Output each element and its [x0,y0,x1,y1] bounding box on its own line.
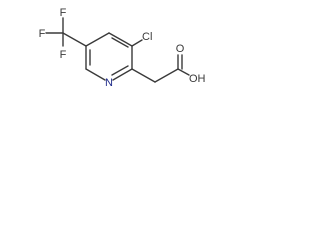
ring-bond-n-c6 [85,68,106,81]
ring-bond-c2-n-inner [111,65,129,76]
atom-hydroxyl: OH [189,73,206,85]
ring-bond-c5-c4 [85,32,110,47]
atom-nitrogen: N [105,77,113,89]
atom-fluorine-bottom: F [60,49,67,61]
atom-oxygen-carbonyl: O [176,43,185,55]
bond-ch2-to-carboxyl [154,68,179,83]
structure-canvas: F F F Cl N O OH [0,0,215,109]
ring-bond-c4-c3 [108,32,133,47]
atom-fluorine-left: F [39,28,46,40]
atom-chlorine: Cl [142,31,152,43]
bond-ring-to-chlorine [131,39,143,47]
ring-bond-c2-n [112,68,133,81]
bond-ring-to-cf3 [62,32,87,47]
ring-bond-c4-c3-inner [111,37,129,48]
bond-ring-to-ch2 [131,68,156,83]
atom-fluorine-top: F [60,7,67,19]
bond-c-oh [177,68,190,76]
chemical-structure-diagram: F F F Cl N O OH [39,7,206,89]
